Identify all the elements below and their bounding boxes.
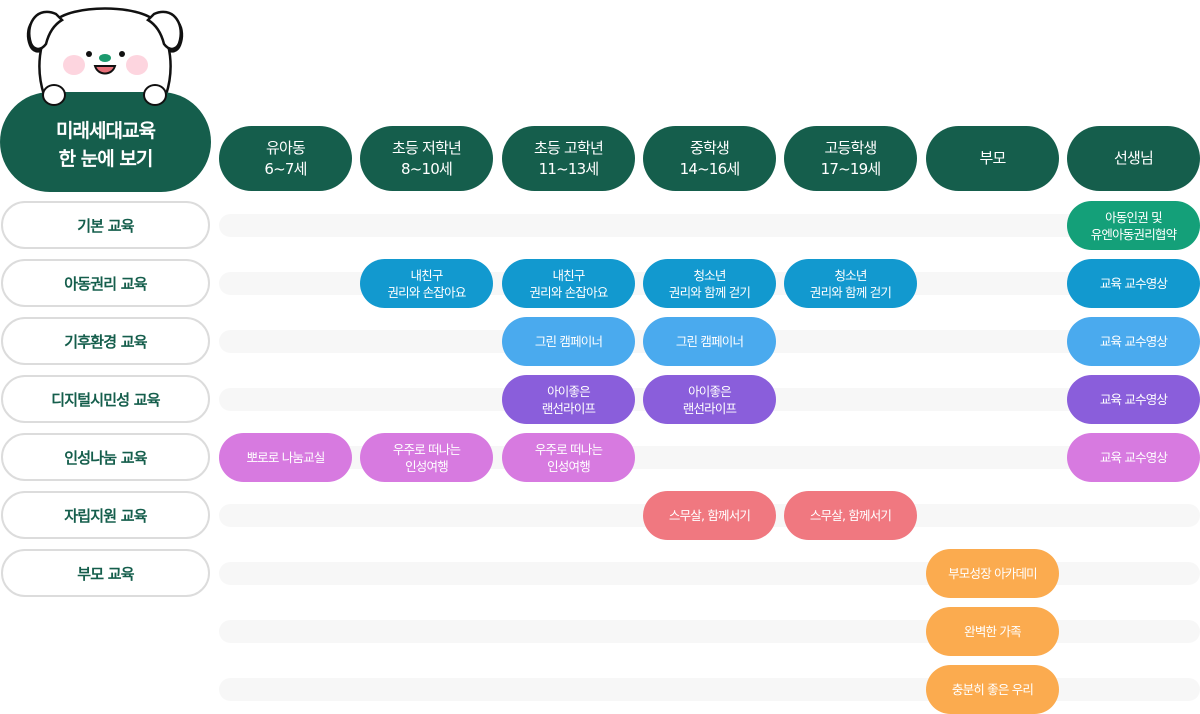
program-name: 우주로 떠나는 bbox=[392, 441, 461, 457]
column-header-age: 6~7세 bbox=[264, 159, 307, 178]
program-pill[interactable]: 교육 교수영상 bbox=[1067, 433, 1200, 482]
program-name: 아동인권 및 bbox=[1105, 209, 1162, 225]
program-name: 스무살, 함께서기 bbox=[668, 508, 751, 523]
program-pill[interactable]: 충분히 좋은 우리 bbox=[926, 665, 1059, 714]
program-name: 뽀로로 나눔교실 bbox=[246, 450, 325, 465]
column-header[interactable]: 고등학생 17~19세 bbox=[784, 126, 917, 191]
column-header[interactable]: 초등 저학년 8~10세 bbox=[360, 126, 493, 191]
column-header[interactable]: 유아동 6~7세 bbox=[219, 126, 352, 191]
column-header-title: 초등 저학년 bbox=[392, 138, 462, 157]
column-header[interactable]: 부모 bbox=[926, 126, 1059, 191]
program-name: 스무살, 함께서기 bbox=[809, 508, 892, 523]
program-subtitle: 권리와 함께 걷기 bbox=[668, 284, 751, 300]
program-pill[interactable]: 교육 교수영상 bbox=[1067, 259, 1200, 308]
program-pill[interactable]: 스무살, 함께서기 bbox=[784, 491, 917, 540]
program-name: 교육 교수영상 bbox=[1099, 392, 1168, 407]
program-subtitle: 유엔아동권리협약 bbox=[1090, 226, 1177, 242]
column-header-title: 초등 고학년 bbox=[534, 138, 604, 157]
program-subtitle: 랜선라이프 bbox=[541, 400, 596, 416]
program-name: 그린 캠페이너 bbox=[675, 334, 744, 349]
column-header[interactable]: 선생님 bbox=[1067, 126, 1200, 191]
column-header-title: 중학생 bbox=[689, 138, 730, 157]
program-subtitle: 권리와 함께 걷기 bbox=[809, 284, 892, 300]
column-header-age: 11~13세 bbox=[538, 159, 600, 178]
row-label[interactable]: 인성나눔 교육 bbox=[1, 433, 210, 481]
program-name: 충분히 좋은 우리 bbox=[951, 682, 1034, 697]
program-name: 내친구 bbox=[410, 267, 443, 283]
program-name: 아이좋은 bbox=[547, 383, 591, 399]
column-header-title: 유아동 bbox=[265, 138, 306, 157]
program-pill[interactable]: 그린 캠페이너 bbox=[643, 317, 776, 366]
program-name: 내친구 bbox=[552, 267, 585, 283]
program-subtitle: 인성여행 bbox=[405, 458, 449, 474]
column-header-age: 8~10세 bbox=[401, 159, 453, 178]
program-pill[interactable]: 완벽한 가족 bbox=[926, 607, 1059, 656]
puppy-mascot-icon bbox=[26, 7, 184, 97]
program-pill[interactable]: 뽀로로 나눔교실 bbox=[219, 433, 352, 482]
program-subtitle: 권리와 손잡아요 bbox=[529, 284, 608, 300]
right-paw-icon bbox=[143, 84, 167, 106]
program-pill[interactable]: 부모성장 아카데미 bbox=[926, 549, 1059, 598]
program-pill[interactable]: 교육 교수영상 bbox=[1067, 375, 1200, 424]
row-label[interactable]: 자립지원 교육 bbox=[1, 491, 210, 539]
column-header-age: 14~16세 bbox=[679, 159, 741, 178]
program-name: 청소년 bbox=[693, 267, 726, 283]
program-name: 청소년 bbox=[834, 267, 867, 283]
program-name: 우주로 떠나는 bbox=[534, 441, 603, 457]
column-header[interactable]: 초등 고학년 11~13세 bbox=[502, 126, 635, 191]
page-title: 미래세대교육 한 눈에 보기 bbox=[0, 84, 211, 192]
row-label[interactable]: 기본 교육 bbox=[1, 201, 210, 249]
program-pill[interactable]: 그린 캠페이너 bbox=[502, 317, 635, 366]
program-pill[interactable]: 스무살, 함께서기 bbox=[643, 491, 776, 540]
row-track bbox=[219, 214, 1200, 237]
program-name: 교육 교수영상 bbox=[1099, 334, 1168, 349]
row-label[interactable]: 기후환경 교육 bbox=[1, 317, 210, 365]
row-label[interactable]: 부모 교육 bbox=[1, 549, 210, 597]
program-subtitle: 인성여행 bbox=[547, 458, 591, 474]
column-header-age: 17~19세 bbox=[820, 159, 882, 178]
left-paw-icon bbox=[42, 84, 66, 106]
title-line1: 미래세대교육 bbox=[56, 120, 156, 142]
program-name: 완벽한 가족 bbox=[964, 624, 1021, 639]
program-name: 부모성장 아카데미 bbox=[948, 566, 1038, 581]
column-header-title: 고등학생 bbox=[824, 138, 877, 157]
title-line2: 한 눈에 보기 bbox=[58, 148, 154, 170]
program-subtitle: 랜선라이프 bbox=[682, 400, 737, 416]
program-subtitle: 권리와 손잡아요 bbox=[387, 284, 466, 300]
row-label[interactable]: 디지털시민성 교육 bbox=[1, 375, 210, 423]
program-name: 교육 교수영상 bbox=[1099, 450, 1168, 465]
column-header-title: 선생님 bbox=[1113, 149, 1154, 167]
program-name: 그린 캠페이너 bbox=[534, 334, 603, 349]
program-name: 교육 교수영상 bbox=[1099, 276, 1168, 291]
column-header-title: 부모 bbox=[979, 149, 1006, 167]
program-name: 아이좋은 bbox=[688, 383, 732, 399]
row-label[interactable]: 아동권리 교육 bbox=[1, 259, 210, 307]
column-header[interactable]: 중학생 14~16세 bbox=[643, 126, 776, 191]
program-pill[interactable]: 교육 교수영상 bbox=[1067, 317, 1200, 366]
